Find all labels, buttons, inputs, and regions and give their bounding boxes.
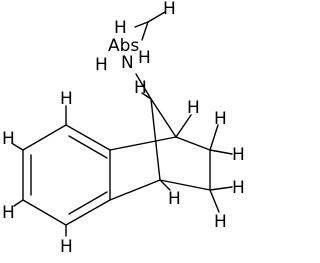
bond-bridgehead-top-arom: [109, 136, 177, 151]
bridgehead-top-h-label: H: [187, 98, 200, 118]
methyl-h3-label: H: [138, 48, 151, 68]
methyl-h1-label: H: [163, 0, 176, 19]
bond-methyl-h3: [141, 21, 149, 41]
bonds: [12, 11, 233, 237]
bond-bridgehead-top-h: [175, 114, 192, 138]
bond-ch2-bottom-h1: [209, 186, 233, 191]
arom-h4-label: H: [60, 237, 73, 257]
arom-h3-label: H: [2, 203, 15, 223]
bond-bridge-bridgehead-top: [150, 98, 177, 138]
bond-arom-4: [22, 199, 67, 226]
bond-n-bridge: [135, 73, 152, 100]
bond-ch2-bottom-h2: [209, 189, 220, 213]
bond-arom-2: [22, 124, 67, 151]
bond-ring-3: [159, 179, 211, 191]
bond-ch2-top-h2: [209, 149, 233, 155]
bond-arom-1-double: [68, 135, 108, 159]
methyl-h2-label: H: [114, 18, 127, 38]
bond-ch2-top-h1: [209, 124, 219, 151]
bond-arom-1: [65, 124, 111, 151]
bond-bridgehead-bottom-h: [159, 179, 171, 191]
abs-label: Abs: [108, 36, 139, 56]
molecule-canvas: H H Abs N H H H H H H H H H H H H H: [2, 0, 245, 257]
nitrogen-label: N: [121, 53, 134, 73]
bond-ring-1: [175, 136, 211, 151]
atom-labels: H H Abs N H H H H H H H H H H H H H: [2, 0, 245, 257]
bond-methyl-h2: [134, 21, 149, 28]
bond-bridge-bridgehead-bottom: [150, 98, 161, 181]
bridgehead-bottom-h-label: H: [168, 189, 181, 209]
ring-ch2-top-h2-label: H: [232, 145, 245, 165]
bond-arom-5: [65, 199, 111, 226]
ring-ch2-bottom-h2-label: H: [214, 212, 227, 232]
arom-h1-label: H: [60, 89, 73, 109]
arom-h2-label: H: [2, 129, 15, 149]
ring-ch2-bottom-h1-label: H: [232, 178, 245, 198]
bond-arom-h2: [12, 143, 24, 151]
bond-methyl-h1: [147, 11, 166, 23]
bond-arom-h3: [13, 199, 24, 207]
bond-bridge-h: [141, 92, 152, 100]
bond-bridgehead-bottom-arom: [109, 179, 161, 201]
bridge-h-label: H: [134, 78, 147, 98]
n-h-label: H: [95, 55, 108, 75]
bond-arom-5-double: [68, 191, 108, 215]
ring-ch2-top-h1-label: H: [214, 109, 227, 129]
structure-drawing: H H Abs N H H H H H H H H H H H H H: [2, 0, 245, 257]
